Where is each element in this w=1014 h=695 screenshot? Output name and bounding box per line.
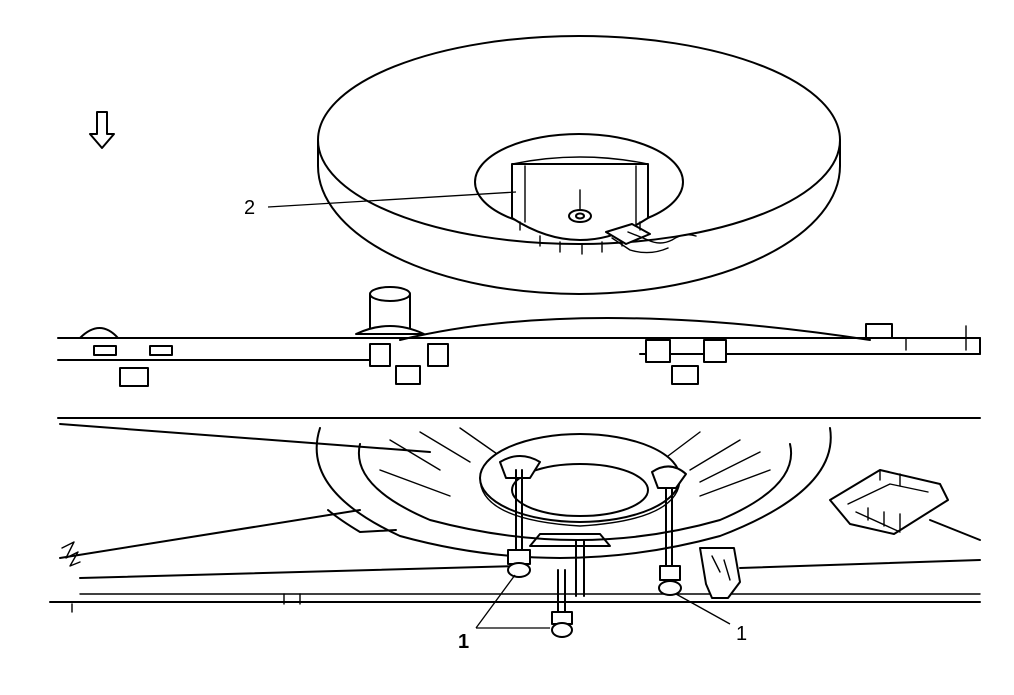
down-arrow-icon	[89, 111, 115, 149]
fastener-right	[658, 487, 682, 596]
callout-fastener-label-left: 1	[458, 631, 469, 653]
leader-fastener-right	[675, 593, 731, 625]
leader-motor	[267, 191, 517, 208]
fastener-left	[507, 469, 531, 578]
callout-motor-label: 2	[244, 197, 255, 219]
blower-housing	[57, 286, 981, 387]
callout-fastener-label-right: 1	[736, 623, 747, 645]
blower-motor	[317, 35, 841, 295]
lower-case-assembly	[49, 417, 981, 613]
leader-fastener-left-a	[475, 574, 516, 629]
fastener-center	[551, 569, 573, 638]
